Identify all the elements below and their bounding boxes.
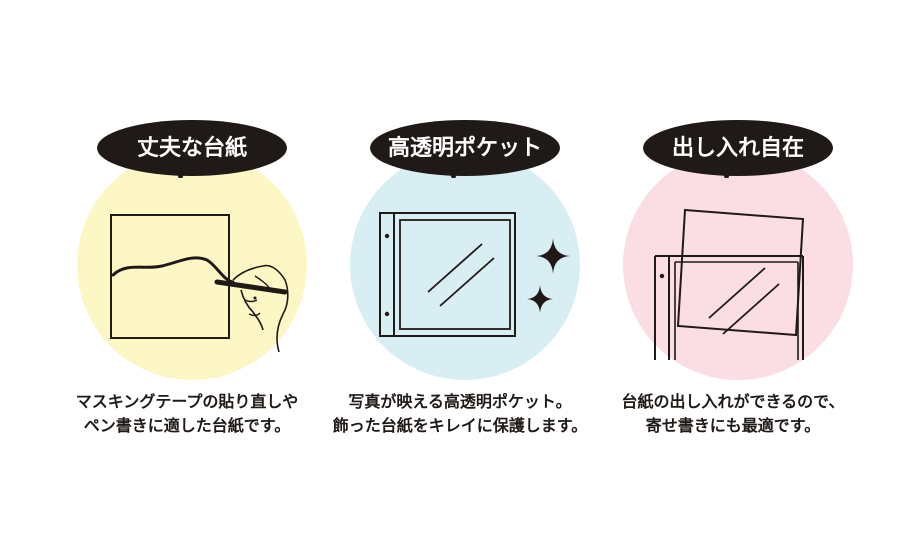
clear-pocket-sparkle-icon bbox=[379, 212, 570, 337]
feature-circle bbox=[350, 150, 580, 380]
board-with-pen-hand-icon bbox=[110, 214, 289, 353]
feature-description: マスキングテープの貼り直しや ペン書きに適した台紙です。 bbox=[37, 390, 337, 438]
feature-description: 写真が映える高透明ポケット。 飾った台紙をキレイに保護します。 bbox=[310, 390, 610, 438]
description-line-2: 飾った台紙をキレイに保護します。 bbox=[332, 416, 588, 435]
description-line-2: ペン書きに適した台紙です。 bbox=[83, 416, 291, 435]
feature-circle bbox=[623, 150, 853, 380]
description-line-1: マスキングテープの貼り直しや bbox=[75, 392, 299, 411]
feature-title: 高透明ポケット bbox=[387, 136, 542, 161]
feature-sturdy-board: 丈夫な台紙 マスキングテープの貼り直しや ペン書きに適した台紙です。 bbox=[57, 0, 317, 553]
description-line-1: 写真が映える高透明ポケット。 bbox=[348, 392, 572, 411]
feature-insert-remove: 出し入れ自在 台紙の出し入れができるので、 寄せ書きにも最適です。 bbox=[603, 0, 863, 553]
feature-title: 丈夫な台紙 bbox=[136, 136, 247, 161]
feature-description: 台紙の出し入れができるので、 寄せ書きにも最適です。 bbox=[583, 390, 883, 438]
speech-bubble bbox=[97, 120, 287, 178]
feature-title: 出し入れ自在 bbox=[671, 136, 804, 161]
description-line-2: 寄せ書きにも最適です。 bbox=[645, 416, 821, 435]
feature-clear-pocket: 高透明ポケット 写真が映える高透明ポケット。 飾った台紙をキレイに保護します。 bbox=[330, 0, 590, 553]
insert-sheet-into-pocket-icon bbox=[654, 208, 805, 360]
speech-bubble bbox=[643, 120, 833, 178]
speech-bubble bbox=[370, 120, 560, 178]
description-line-1: 台紙の出し入れができるので、 bbox=[621, 392, 845, 411]
